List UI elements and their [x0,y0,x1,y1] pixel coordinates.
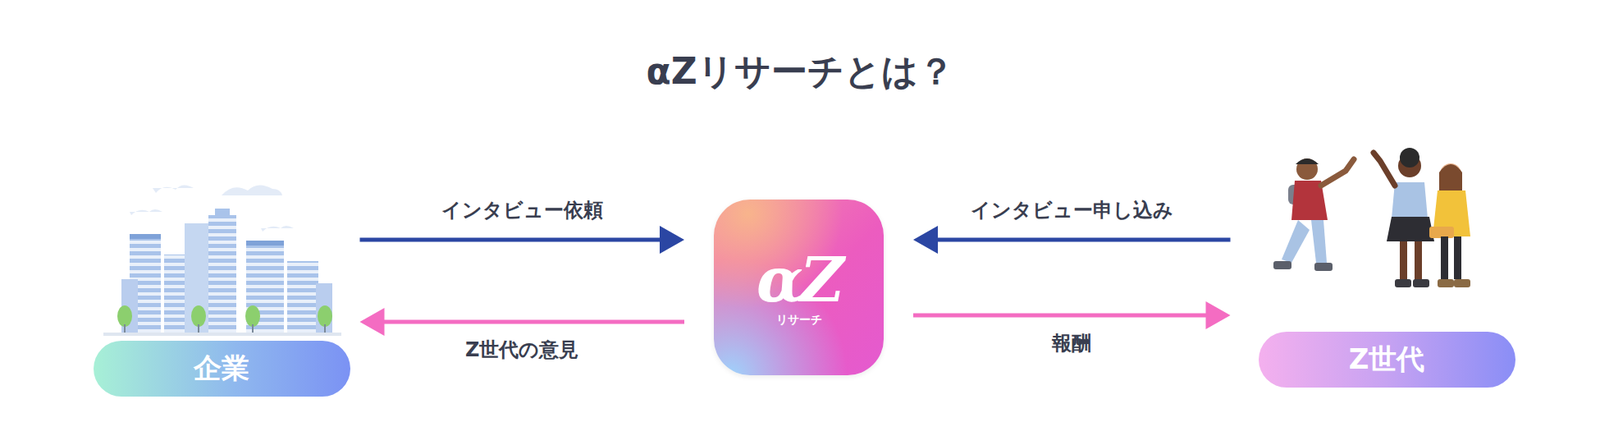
arrow-line [936,237,1231,243]
arrow-head [659,225,685,254]
diagram-title: αZリサーチとは？ [0,47,1600,96]
group-pill: Z世代 [1258,331,1516,388]
edge-label: インタビュー依頼 [441,196,604,224]
pill-label: Z世代 [1348,340,1426,379]
group-pill: 企業 [93,340,351,397]
edge-label: 報酬 [1051,329,1092,357]
arrow-head [913,225,938,254]
logo-caption: リサーチ [776,313,823,325]
arrow-head [360,307,385,336]
flow-arrow [360,307,686,336]
people-illustration [1273,147,1471,288]
pill-label: 企業 [193,349,250,388]
arrow-line [360,237,663,243]
edge-label: Z世代の意見 [465,336,579,363]
flow-arrow [913,301,1231,330]
flow-arrow [913,225,1231,254]
arrow-line [383,320,686,325]
edge-label: インタビュー申し込み [970,196,1174,224]
app-icon: αZ リサーチ [713,199,884,375]
arrow-head [1206,301,1231,330]
arrow-line [913,313,1208,318]
flow-arrow [360,225,686,254]
city-illustration [103,184,342,336]
logo-text: αZ [756,249,842,311]
